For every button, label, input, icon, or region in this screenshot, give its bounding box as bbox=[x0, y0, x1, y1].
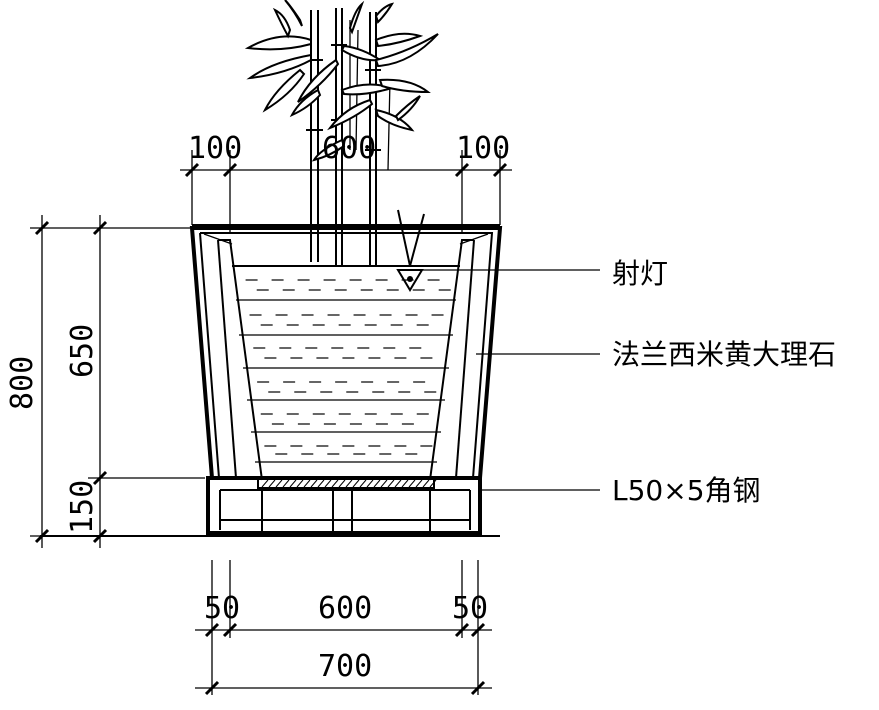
dim-bottom-left: 50 bbox=[204, 591, 240, 626]
hatch-line bbox=[289, 479, 297, 488]
hatch-line bbox=[296, 479, 304, 488]
left-dimension-chain: 800 650 150 bbox=[5, 215, 205, 548]
hatch-line bbox=[380, 479, 388, 488]
hatch-line bbox=[422, 479, 430, 488]
hatch-line bbox=[317, 479, 325, 488]
dim-planter-height: 650 bbox=[65, 324, 100, 378]
hatch-line bbox=[415, 479, 423, 488]
planter-body bbox=[189, 224, 503, 481]
hatch-line bbox=[261, 479, 269, 488]
hatch-line bbox=[324, 479, 332, 488]
hatch-line bbox=[387, 479, 395, 488]
dim-base-height: 150 bbox=[65, 480, 100, 534]
callout-marble: 法兰西米黄大理石 bbox=[476, 338, 836, 371]
spotlight-icon bbox=[396, 209, 425, 292]
dim-total-height: 800 bbox=[5, 356, 40, 410]
dim-bottom-total: 700 bbox=[318, 649, 372, 684]
callout-angle-steel: L50×5角钢 bbox=[480, 474, 761, 507]
hatch-line bbox=[401, 479, 409, 488]
callout-spotlight: 射灯 bbox=[420, 257, 668, 290]
label-spotlight: 射灯 bbox=[612, 257, 668, 290]
hatch-line bbox=[275, 479, 283, 488]
base-hatch bbox=[261, 479, 437, 488]
hatch-line bbox=[345, 479, 353, 488]
top-dimension-chain: 100 600 100 bbox=[180, 131, 512, 232]
dim-bottom-center: 600 bbox=[318, 591, 372, 626]
label-marble: 法兰西米黄大理石 bbox=[612, 338, 836, 371]
water-dashes bbox=[245, 279, 451, 455]
hatch-line bbox=[408, 479, 416, 488]
hatch-line bbox=[268, 479, 276, 488]
hatch-line bbox=[394, 479, 402, 488]
dim-top-center: 600 bbox=[322, 131, 376, 166]
dim-bottom-right: 50 bbox=[452, 591, 488, 626]
hatch-line bbox=[331, 479, 339, 488]
soil-layers bbox=[236, 299, 456, 463]
hatch-line bbox=[338, 479, 346, 488]
label-angle-steel: L50×5角钢 bbox=[612, 474, 761, 507]
hatch-line bbox=[429, 479, 437, 488]
bamboo-plant bbox=[244, 0, 439, 265]
bottom-dimension-chain: 50 600 50 700 bbox=[195, 560, 492, 696]
hatch-line bbox=[366, 479, 374, 488]
hatch-line bbox=[359, 479, 367, 488]
dim-top-left: 100 bbox=[188, 131, 242, 166]
planter-base bbox=[206, 476, 482, 535]
hatch-line bbox=[282, 479, 290, 488]
hatch-line bbox=[303, 479, 311, 488]
hatch-line bbox=[310, 479, 318, 488]
hatch-line bbox=[373, 479, 381, 488]
dim-top-right: 100 bbox=[456, 131, 510, 166]
hatch-line bbox=[352, 479, 360, 488]
